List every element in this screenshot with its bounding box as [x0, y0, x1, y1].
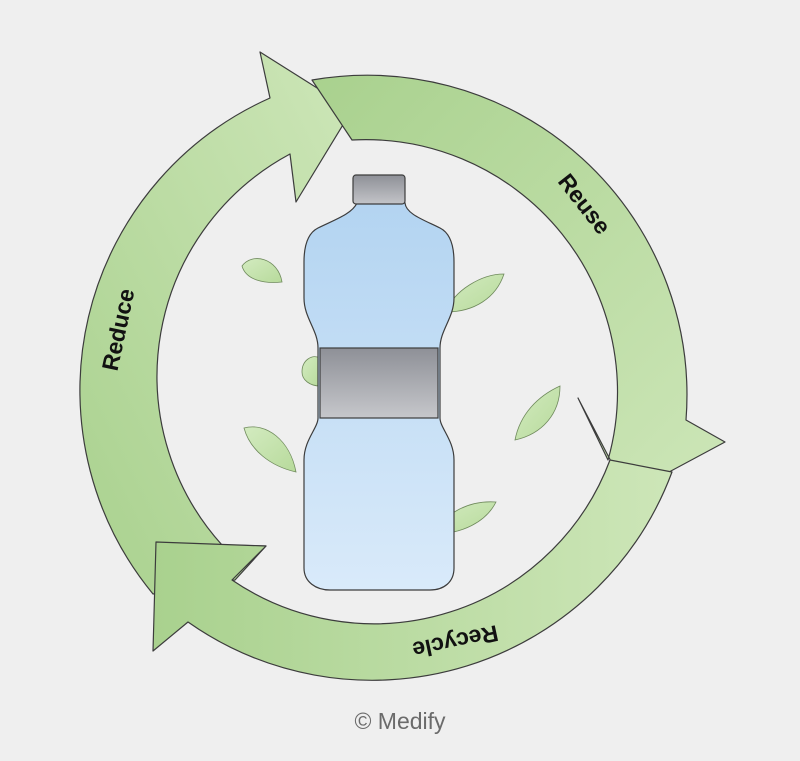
recycle-arrow — [152, 459, 673, 681]
reuse-arrow — [311, 74, 726, 495]
leaves — [241, 258, 561, 535]
leaf-icon — [241, 258, 283, 283]
bottle — [303, 174, 455, 591]
bottle-label-band — [319, 347, 439, 419]
reduce-arrow — [79, 51, 353, 595]
leaf-icon — [243, 426, 297, 473]
bottle-cap — [352, 174, 406, 205]
leaf-icon — [301, 356, 321, 387]
leaf-icon — [514, 385, 561, 441]
copyright-credit: © Medify — [354, 708, 446, 734]
leaf-icon — [445, 273, 505, 313]
